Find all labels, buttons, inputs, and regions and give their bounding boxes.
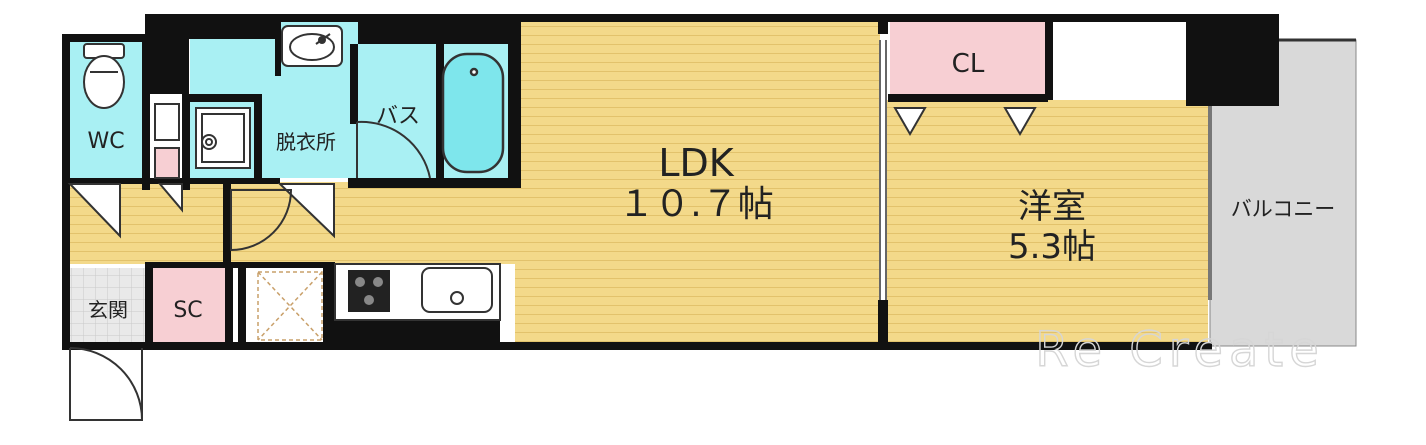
bathtub-icon xyxy=(441,52,505,174)
shoe-closet-area xyxy=(152,268,225,342)
sink-icon xyxy=(421,267,493,313)
walls xyxy=(62,14,1279,350)
room-size-bedroom: 5.3帖 xyxy=(1008,227,1096,267)
ldk-floor xyxy=(515,22,880,346)
entrance-floor xyxy=(70,268,145,346)
room-label-ldk: LDK xyxy=(658,141,734,185)
wc-storage xyxy=(154,103,180,179)
doors xyxy=(67,120,431,421)
room-label-balcony: バルコニー xyxy=(1231,197,1336,221)
wash-basin-icon xyxy=(281,25,343,67)
entrance-door xyxy=(69,347,144,421)
closet-doors xyxy=(893,107,1037,137)
room-label-closet: CL xyxy=(952,49,985,79)
room-label-shoe-closet: SC xyxy=(173,298,202,323)
closet-area xyxy=(890,22,1045,98)
room-size-ldk: １０.７帖 xyxy=(618,184,773,225)
room-label-entrance: 玄関 xyxy=(88,298,128,322)
fixtures xyxy=(83,25,1037,341)
kitchen-counter xyxy=(334,263,501,321)
labels: WC 脱衣所 バス LDK １０.７帖 洋室 5.3帖 CL バルコニー 玄関 … xyxy=(87,49,1335,323)
stove-icon xyxy=(348,270,390,312)
washing-machine-icon xyxy=(195,107,251,169)
room-label-bath: バス xyxy=(376,104,420,129)
watermark-logo: Re Create xyxy=(1035,322,1324,378)
room-label-wc: WC xyxy=(87,129,124,154)
room-label-washroom: 脱衣所 xyxy=(276,130,336,154)
sliding-door xyxy=(879,40,887,300)
fridge-space xyxy=(257,271,323,341)
closet-white-area xyxy=(1052,22,1186,98)
toilet-icon xyxy=(83,43,125,109)
bedroom-floor xyxy=(886,100,1208,346)
room-label-bedroom: 洋室 xyxy=(1018,187,1086,227)
